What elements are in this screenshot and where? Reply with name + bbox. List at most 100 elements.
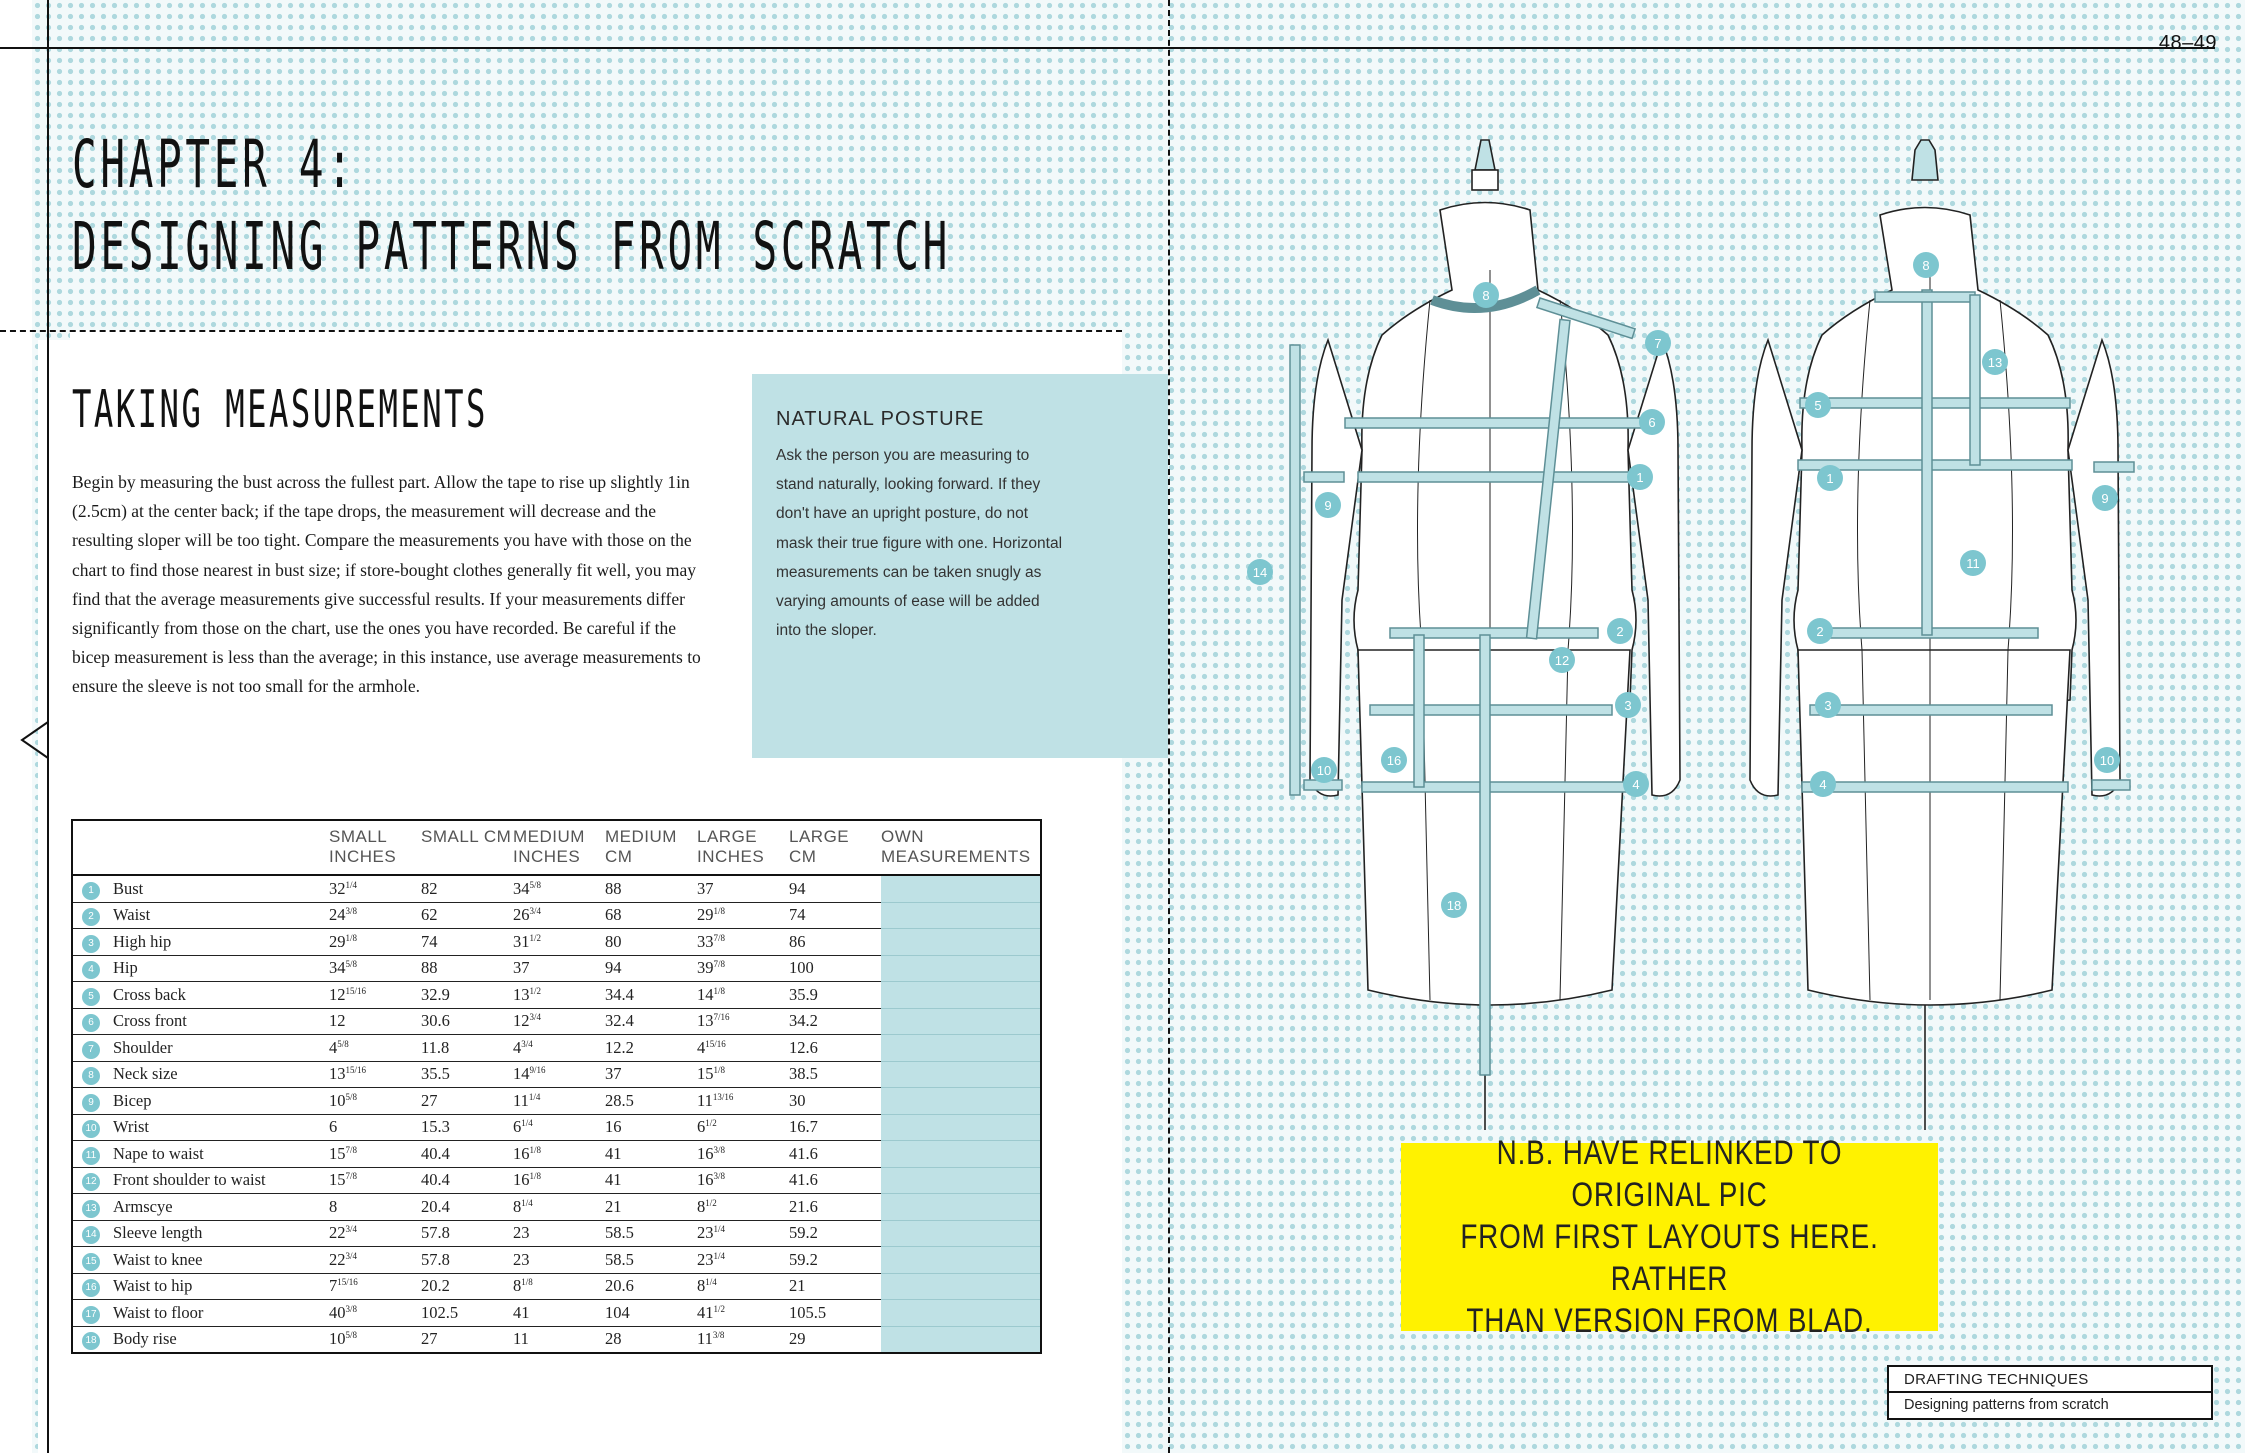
small-inches-value-fraction: 5/8 — [345, 1091, 358, 1102]
large-inches-value-whole: 23 — [697, 1223, 714, 1243]
medium-inches-value-fraction: 1/8 — [529, 1144, 542, 1155]
front-marker-label: 2 — [1616, 624, 1623, 639]
intro-paragraph: Begin by measuring the bust across the f… — [72, 472, 701, 697]
front-skirt — [1357, 649, 1631, 1006]
medium-cm-value: 21 — [605, 1193, 697, 1221]
sidebar-title: NATURAL POSTURE — [776, 408, 985, 430]
tape-bicep-back — [2093, 461, 2135, 473]
header-measurement — [113, 821, 329, 876]
own-measurement-input — [881, 928, 1040, 956]
large-inches-value-whole: 8 — [697, 1196, 706, 1216]
own-measurement-input — [881, 1087, 1040, 1115]
medium-inches-value: 345/8 — [513, 875, 605, 903]
own-measurement-input — [881, 1140, 1040, 1168]
nb-note-sticky: N.B. HAVE RELINKED TO ORIGINAL PIC FROM … — [1401, 1134, 1938, 1340]
large-inches-value: 163/8 — [697, 1167, 789, 1194]
header-medium-inches: MEDIUM INCHES — [513, 821, 605, 876]
small-cm-value: 57.8 — [421, 1246, 513, 1274]
front-marker-label: 16 — [1387, 753, 1401, 768]
small-cm-value: 15.3 — [421, 1114, 513, 1141]
tape-high-hip-front — [1369, 704, 1613, 716]
small-cm-value: 102.5 — [421, 1299, 513, 1327]
front-marker-label: 8 — [1482, 288, 1489, 303]
medium-inches-value: 81/8 — [513, 1273, 605, 1300]
nb-note-text: N.B. HAVE RELINKED TO ORIGINAL PIC FROM … — [1460, 1134, 1879, 1340]
front-marker-circle — [1311, 757, 1337, 783]
footer-section-title: DRAFTING TECHNIQUES — [1904, 1371, 2089, 1388]
back-marker-label: 8 — [1922, 258, 1929, 273]
header-own-measurements: OWN MEASUREMENTS — [881, 821, 1040, 876]
medium-inches-value-whole: 31 — [513, 931, 530, 951]
own-measurement-input — [881, 1193, 1040, 1221]
front-marker-label: 7 — [1654, 336, 1661, 351]
large-cm-value: 38.5 — [789, 1061, 881, 1088]
large-cm-value: 34.2 — [789, 1008, 881, 1035]
table-header-row: SMALL INCHES SMALL CM MEDIUM INCHES MEDI… — [73, 821, 1040, 876]
small-inches-value-whole: 32 — [329, 878, 346, 898]
own-measurement-input — [881, 1273, 1040, 1300]
large-inches-value-fraction: 1/2 — [705, 1197, 717, 1208]
medium-cm-value: 58.5 — [605, 1246, 697, 1274]
large-inches-value-whole: 6 — [697, 1117, 706, 1137]
row-number-cell: 8 — [73, 1061, 113, 1088]
own-measurement-input — [881, 1167, 1040, 1194]
small-cm-value: 27 — [421, 1087, 513, 1115]
row-number-badge: 6 — [82, 1014, 100, 1033]
natural-posture-sidebar: NATURAL POSTURE Ask the person you are m… — [752, 374, 1168, 758]
large-inches-value-fraction: 3/8 — [713, 1171, 726, 1182]
medium-inches-value-whole: 34 — [513, 878, 530, 898]
medium-cm-value: 12.2 — [605, 1034, 697, 1062]
back-marker-label: 4 — [1819, 777, 1826, 792]
own-measurement-input — [881, 1326, 1040, 1352]
small-inches-value-whole: 4 — [329, 1037, 338, 1057]
medium-cm-value: 41 — [605, 1140, 697, 1168]
small-inches-value-fraction: 5/8 — [345, 959, 358, 970]
measurement-name: Hip — [113, 955, 329, 982]
tape-waist-to-floor — [1479, 634, 1491, 1076]
large-inches-value-fraction: 15/16 — [705, 1038, 726, 1049]
back-marker-circle — [1815, 692, 1841, 718]
small-cm-value: 11.8 — [421, 1034, 513, 1062]
medium-cm-value: 80 — [605, 928, 697, 956]
small-inches-value-fraction: 3/8 — [345, 1303, 358, 1314]
large-inches-value: 81/2 — [697, 1193, 789, 1221]
large-inches-value-fraction: 1/4 — [713, 1224, 726, 1235]
measurement-name: Cross front — [113, 1008, 329, 1035]
front-marker-circle — [1639, 409, 1665, 435]
small-inches-value-whole: 8 — [329, 1196, 338, 1216]
medium-inches-value-fraction: 3/4 — [529, 906, 542, 917]
own-measurement-input — [881, 1008, 1040, 1035]
large-inches-value-whole: 16 — [697, 1143, 714, 1163]
small-cm-value: 74 — [421, 928, 513, 956]
large-cm-value: 30 — [789, 1087, 881, 1115]
own-measurement-input — [881, 955, 1040, 982]
row-number-badge: 11 — [82, 1146, 100, 1165]
small-inches-value: 105/8 — [329, 1326, 421, 1352]
large-cm-value: 94 — [789, 875, 881, 903]
front-finial — [1474, 139, 1496, 171]
medium-inches-value-fraction: 9/16 — [529, 1065, 546, 1076]
row-number-cell: 18 — [73, 1326, 113, 1352]
section-title: TAKING MEASUREMENTS — [72, 380, 488, 440]
large-cm-value: 21 — [789, 1273, 881, 1300]
small-cm-value: 40.4 — [421, 1140, 513, 1168]
small-inches-value: 291/8 — [329, 928, 421, 956]
margin-notch — [20, 721, 49, 759]
tape-waist-front — [1389, 627, 1599, 639]
front-marker-circle — [1473, 282, 1499, 308]
row-number-cell: 6 — [73, 1008, 113, 1035]
front-marker-circle — [1615, 692, 1641, 718]
large-inches-value-fraction: 3/8 — [712, 1330, 725, 1341]
small-inches-value-fraction: 3/4 — [345, 1250, 358, 1261]
medium-cm-value: 41 — [605, 1167, 697, 1194]
small-inches-value: 6 — [329, 1114, 421, 1141]
dashed-rule-center — [1168, 0, 1170, 1453]
large-inches-value-fraction: 7/16 — [713, 1012, 730, 1023]
